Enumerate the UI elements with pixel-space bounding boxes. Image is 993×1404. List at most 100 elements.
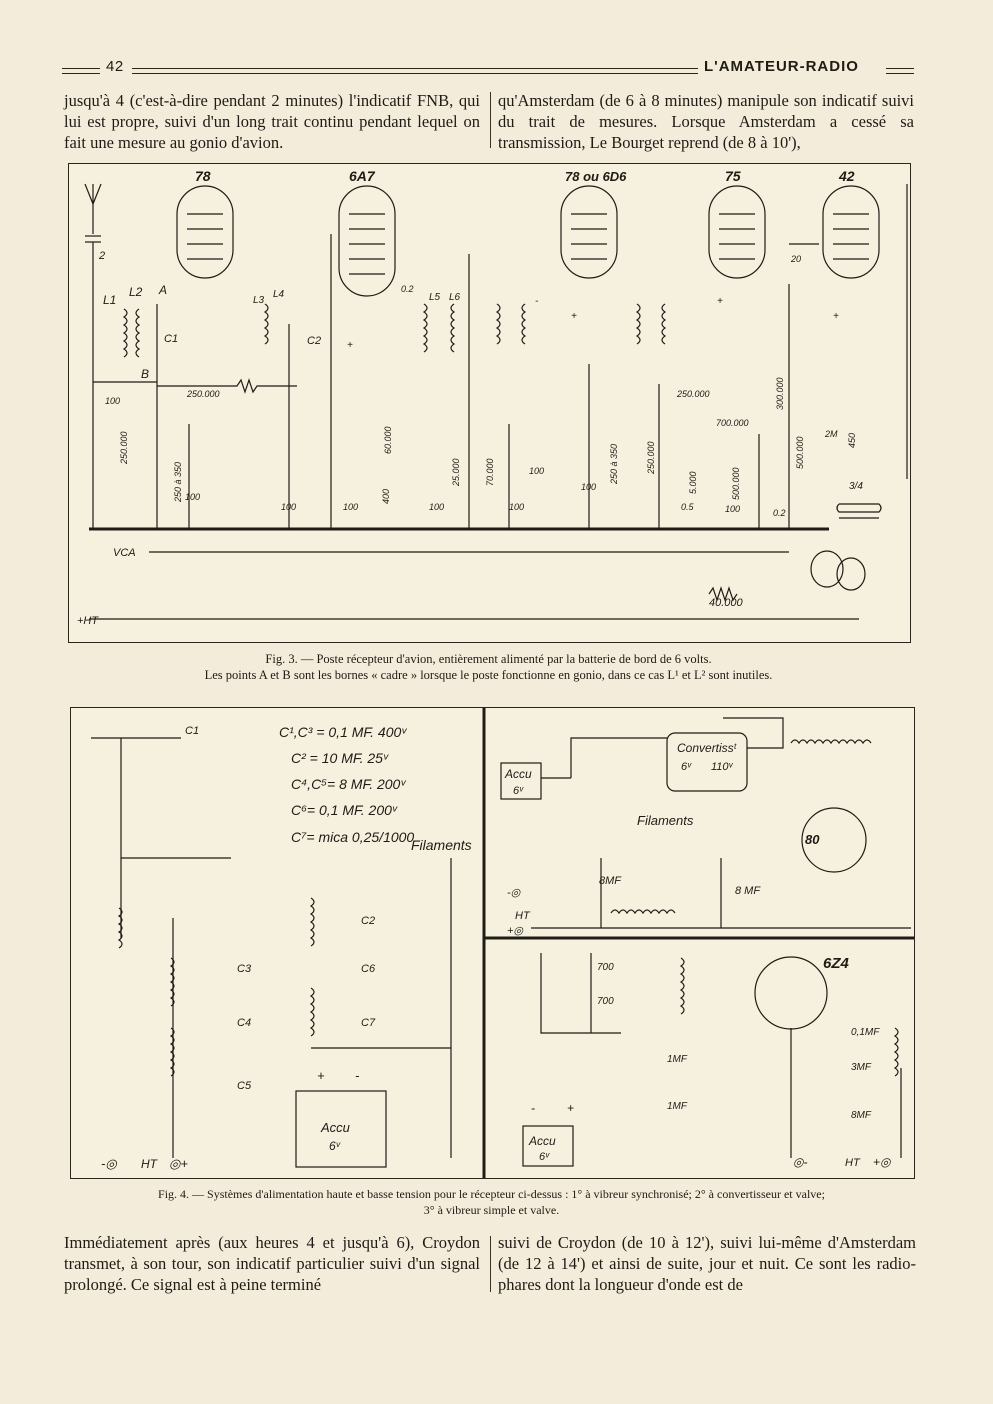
svg-text:C2: C2 [307, 335, 321, 347]
svg-text:78 ou 6D6: 78 ou 6D6 [565, 169, 627, 184]
svg-text:0,1MF: 0,1MF [851, 1027, 880, 1038]
stage-4-components: 250.000 250.000 5.000 0.5 700.000 500.00… [635, 296, 786, 529]
svg-text:Accu: Accu [528, 1134, 556, 1148]
svg-text:8 MF: 8 MF [735, 885, 761, 897]
svg-text:100: 100 [725, 504, 740, 514]
svg-text:250 à 350: 250 à 350 [173, 462, 183, 503]
paragraph: qu'Amsterdam (de 6 à 8 minutes) manipule… [498, 91, 914, 152]
svg-text:100: 100 [429, 502, 444, 512]
svg-text:L3: L3 [253, 295, 265, 306]
svg-text:C6: C6 [361, 963, 376, 975]
svg-text:+: + [347, 340, 353, 351]
svg-text:+: + [571, 311, 577, 322]
header-rule-left [62, 68, 100, 74]
page-header: 42 L'AMATEUR-RADIO [62, 58, 914, 80]
spec-line: C⁷= mica 0,25/1000 [291, 829, 414, 845]
svg-text:3MF: 3MF [851, 1062, 872, 1073]
battery-icon [522, 1125, 574, 1167]
spec-line: C⁶= 0,1 MF. 200ᵛ [291, 802, 398, 818]
svg-text:L4: L4 [273, 289, 285, 300]
svg-text:100: 100 [509, 502, 524, 512]
tube-78-or-6d6: 78 ou 6D6 [560, 169, 627, 279]
svg-text:450: 450 [847, 433, 857, 448]
svg-text:A: A [158, 283, 167, 297]
svg-text:Convertissᵗ: Convertissᵗ [677, 741, 737, 755]
figure-4-caption: Fig. 4. — Systèmes d'alimentation haute … [66, 1186, 917, 1218]
svg-text:8MF: 8MF [599, 875, 622, 887]
caption-line: Les points A et B sont les bornes « cadr… [204, 668, 773, 682]
svg-text:100: 100 [343, 502, 358, 512]
svg-text:110ᵛ: 110ᵛ [711, 761, 734, 773]
svg-text:C1: C1 [185, 725, 199, 737]
publication-title: L'AMATEUR-RADIO [704, 58, 859, 75]
label-ht: +HT [77, 615, 99, 627]
svg-text:60.000: 60.000 [383, 426, 393, 454]
receiver-schematic: 2 VCA +HT L1 L2 A B C1 100 250 [77, 168, 908, 627]
svg-text:-◎: -◎ [101, 1156, 118, 1171]
svg-text:70.000: 70.000 [485, 458, 495, 486]
svg-text:+: + [833, 311, 839, 322]
svg-text:+: + [567, 1101, 574, 1115]
svg-text:500.000: 500.000 [795, 436, 805, 469]
svg-text:400: 400 [381, 489, 391, 504]
svg-text:20: 20 [790, 254, 801, 264]
svg-text:+◎: +◎ [507, 925, 524, 937]
svg-text:700: 700 [597, 996, 614, 1007]
svg-text:Accu: Accu [504, 767, 532, 781]
svg-text:250.000: 250.000 [646, 441, 656, 475]
svg-text:500.000: 500.000 [731, 467, 741, 500]
svg-text:L2: L2 [129, 285, 143, 299]
svg-text:-: - [355, 1068, 360, 1083]
spec-line: C⁴,C⁵= 8 MF. 200ᵛ [291, 776, 406, 792]
svg-text:250.000: 250.000 [119, 431, 129, 465]
svg-text:+: + [317, 1068, 325, 1083]
svg-text:C7: C7 [361, 1017, 376, 1029]
paragraph: suivi de Croydon (de 10 à 12'), suivi lu… [498, 1233, 916, 1294]
output-stage-components: 20 300.000 500.000 2M 450 3/4 + 40.000 [708, 184, 908, 609]
power-supply-schematics: C¹,C³ = 0,1 MF. 400ᵛ C² = 10 MF. 25ᵛ C⁴,… [91, 708, 914, 1178]
svg-text:6Z4: 6Z4 [823, 955, 850, 972]
spec-line: C² = 10 MF. 25ᵛ [291, 750, 389, 766]
label-cap-2: 2 [98, 250, 105, 262]
svg-text:0.5: 0.5 [681, 502, 695, 512]
svg-text:C5: C5 [237, 1080, 252, 1092]
svg-text:6ᵛ: 6ᵛ [513, 785, 524, 797]
svg-text:+◎: +◎ [873, 1155, 892, 1169]
input-coils: L1 L2 A B C1 100 250.000 250.000 [92, 283, 297, 529]
filaments-label: Filaments [637, 813, 694, 828]
svg-text:6A7: 6A7 [349, 168, 376, 184]
svg-text:700: 700 [597, 962, 614, 973]
stage-1-components: 250 à 350 100 100 L3 L4 C2 [173, 289, 321, 529]
header-rule-middle [132, 68, 698, 74]
tube-42: 42 [822, 168, 880, 279]
svg-text:Accu: Accu [320, 1120, 350, 1135]
svg-text:75: 75 [725, 168, 741, 184]
text-column-top-right: qu'Amsterdam (de 6 à 8 minutes) manipule… [498, 90, 914, 153]
svg-text:1MF: 1MF [667, 1101, 688, 1112]
text-column-top-left: jusqu'à 4 (c'est-à-dire pendant 2 minute… [64, 90, 480, 153]
svg-text:-: - [535, 296, 539, 307]
svg-text:C3: C3 [237, 963, 252, 975]
svg-text:6ᵛ: 6ᵛ [539, 1151, 550, 1163]
figure-3-caption: Fig. 3. — Poste récepteur d'avion, entiè… [68, 651, 909, 683]
svg-text:HT: HT [141, 1157, 159, 1171]
column-divider [490, 92, 491, 148]
svg-text:5.000: 5.000 [688, 471, 698, 494]
svg-text:250.000: 250.000 [186, 389, 220, 399]
spec-line: C¹,C³ = 0,1 MF. 400ᵛ [279, 724, 407, 740]
svg-text:◎-: ◎- [793, 1155, 807, 1169]
stage-2-components: 60.000 400 100 0.2 L5 L6 25.000 100 + [330, 234, 470, 529]
svg-text:700.000: 700.000 [716, 418, 749, 428]
svg-text:100: 100 [185, 492, 200, 502]
tube-75: 75 [708, 168, 766, 279]
svg-text:L5: L5 [429, 292, 441, 303]
valve-6z4-icon [754, 956, 828, 1030]
stage-3-components: 70.000 100 100 250 à 350 100 - + [485, 296, 619, 529]
converter-icon [666, 732, 748, 792]
svg-text:0.2: 0.2 [773, 508, 786, 518]
svg-text:25.000: 25.000 [451, 458, 461, 487]
caption-line: 3° à vibreur simple et valve. [423, 1203, 560, 1217]
svg-text:78: 78 [195, 168, 211, 184]
valve-80-icon [801, 807, 867, 873]
